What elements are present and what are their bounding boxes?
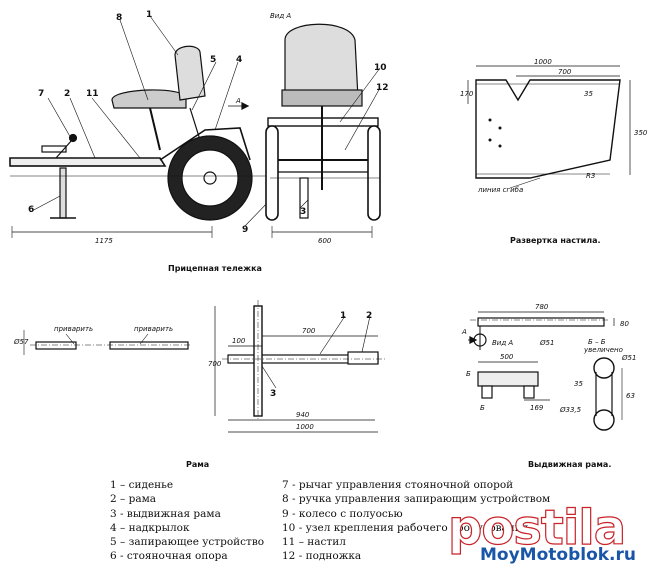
legend-item: 9 - колесо с полуосью xyxy=(282,507,403,520)
legend-right: 7 - рычаг управления стояночной опорой 8… xyxy=(282,478,550,564)
legend-item: 8 - ручка управления запирающим устройст… xyxy=(282,493,551,506)
callout-4: 4 xyxy=(236,55,242,65)
dim-unfold-1000: 1000 xyxy=(534,58,552,66)
section-scale-label: увеличено xyxy=(583,346,623,354)
callout-8: 8 xyxy=(116,13,122,23)
dim-slide-80: 80 xyxy=(620,320,629,328)
legend-item: 1 – сиденье xyxy=(110,479,174,491)
dim-unfold-700: 700 xyxy=(558,68,572,76)
callout-5: 5 xyxy=(210,55,216,65)
callout-10: 10 xyxy=(374,63,387,73)
dim-slide-63: 63 xyxy=(626,392,635,400)
dim-slide-780: 780 xyxy=(535,303,549,311)
dim-tube-d57: Ø57 xyxy=(13,338,29,346)
callout-3: 3 xyxy=(300,207,306,217)
legend-left: 1 – сиденье 2 – рама 3 - выдвижная рама … xyxy=(110,478,264,564)
callout-1: 1 xyxy=(146,10,152,20)
dim-frame-700h: 700 xyxy=(208,360,222,368)
dim-unfold-170: 170 xyxy=(460,90,474,98)
legend-item: 10 - узел крепления рабочего оборудовани… xyxy=(282,521,529,534)
dim-slide-d51: Ø51 xyxy=(539,339,554,347)
slide-frame-drawing xyxy=(468,311,623,431)
dim-slide-169: 169 xyxy=(530,404,544,412)
dim-frame-100: 100 xyxy=(232,337,246,345)
watermark-logo: postila xyxy=(447,499,626,556)
view-a2-label: Вид А xyxy=(492,339,513,347)
dim-1175: 1175 xyxy=(95,237,113,245)
arrow-a-label: А xyxy=(235,97,241,105)
legend-item: 3 - выдвижная рама xyxy=(110,507,221,520)
dim-frame-700: 700 xyxy=(302,327,316,335)
legend-item: 2 – рама xyxy=(110,493,157,506)
callout-2: 2 xyxy=(64,89,70,99)
frame-callout-1: 1 xyxy=(340,311,346,321)
legend-item: 6 - стояночная опора xyxy=(110,550,228,563)
legend-item: 11 – настил xyxy=(282,536,346,549)
section-bb-label: Б – Б xyxy=(588,338,606,346)
fold-line-label: линия сгиба xyxy=(477,186,523,194)
dim-unfold-35: 35 xyxy=(584,90,593,98)
dim-600: 600 xyxy=(318,237,332,245)
dim-unfold-r3: R3 xyxy=(586,172,595,180)
callout-9: 9 xyxy=(242,225,248,235)
tube-detail xyxy=(23,330,190,355)
caption-trailer: Прицепная тележка xyxy=(168,264,262,273)
watermark-site: MoyMotoblok.ru xyxy=(480,545,637,565)
view-a-label: Вид А xyxy=(270,12,291,20)
trailer-side-view xyxy=(9,15,271,238)
legend-item: 4 – надкрылок xyxy=(110,521,190,534)
dim-slide-d51b: Ø51 xyxy=(621,354,636,362)
view-a-rear xyxy=(265,23,381,238)
dim-slide-35: 35 xyxy=(574,380,583,388)
weld-label-2: приварить xyxy=(134,325,173,333)
section-b-label: Б xyxy=(466,370,471,378)
dim-unfold-350: 350 xyxy=(634,129,648,137)
frame-drawing xyxy=(214,300,385,433)
weld-label-1: приварить xyxy=(54,325,93,333)
callout-7: 7 xyxy=(38,89,44,99)
legend-item: 7 - рычаг управления стояночной опорой xyxy=(282,479,514,491)
legend-item: 12 - подножка xyxy=(282,550,362,563)
dim-slide-500: 500 xyxy=(500,353,514,361)
platform-unfold xyxy=(467,65,631,189)
frame-callout-2: 2 xyxy=(366,311,372,321)
dim-frame-1000: 1000 xyxy=(296,423,314,431)
callout-6: 6 xyxy=(28,205,34,215)
legend-item: 5 – запирающее устройство xyxy=(110,536,265,549)
callout-12: 12 xyxy=(376,83,389,93)
caption-platform-unfold: Развертка настила. xyxy=(510,236,601,245)
arrow-a2-label: А xyxy=(461,328,467,336)
dim-frame-940: 940 xyxy=(296,411,310,419)
caption-slide-frame: Выдвижная рама. xyxy=(528,460,612,469)
section-b2-label: Б xyxy=(480,404,485,412)
frame-callout-3: 3 xyxy=(270,389,276,399)
dim-slide-d335: Ø33,5 xyxy=(559,406,582,414)
caption-frame: Рама xyxy=(186,460,210,469)
callout-11: 11 xyxy=(86,89,99,99)
